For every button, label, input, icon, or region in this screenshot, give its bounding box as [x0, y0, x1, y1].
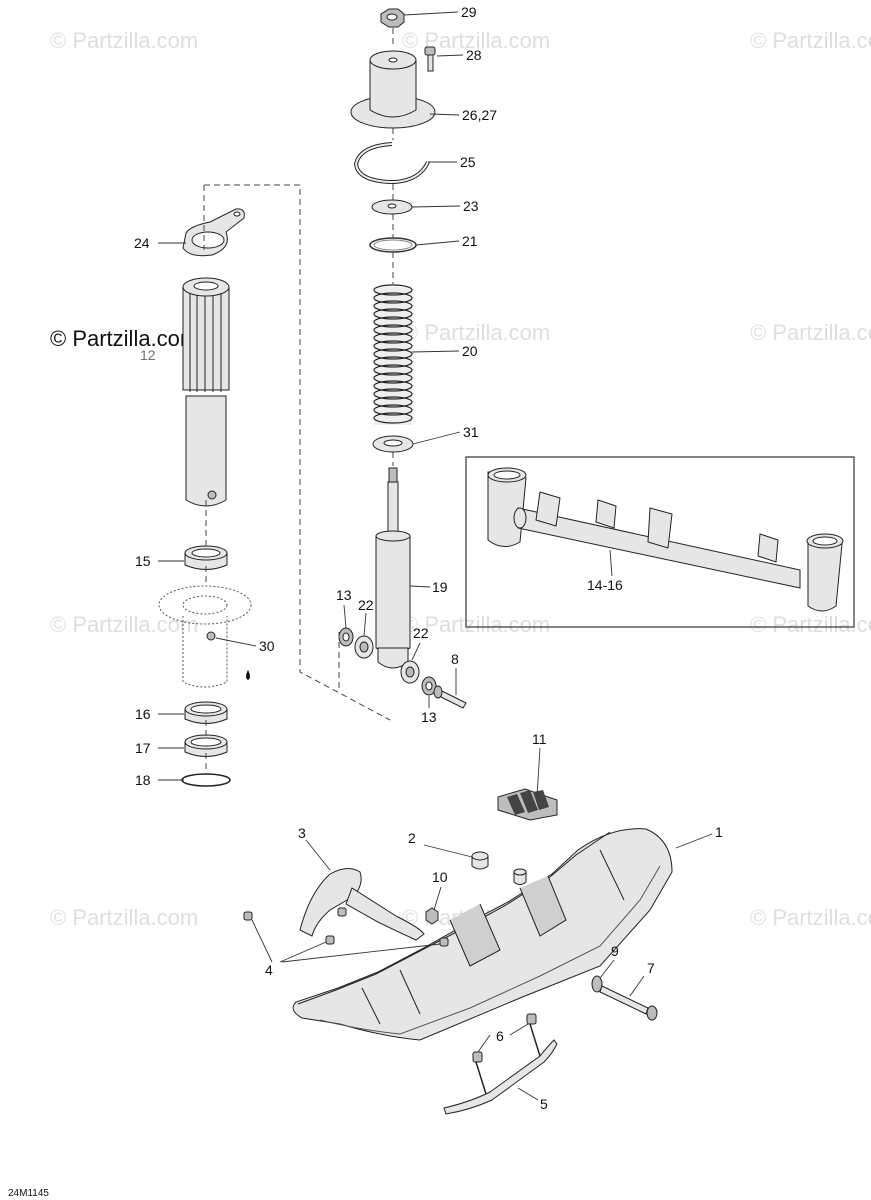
part-26-27-cap — [350, 50, 436, 129]
part-3-handle — [299, 868, 425, 941]
callout-15: 15 — [135, 553, 151, 569]
watermark-highlight: © Partzilla.com — [50, 326, 198, 351]
part-9-washer — [591, 975, 603, 993]
watermark: © Partzilla.com — [750, 612, 871, 637]
part-6-nuts — [472, 1013, 537, 1063]
part-16-bushing — [184, 701, 228, 724]
part-24-wrench — [182, 208, 245, 257]
watermark: © Partzilla.com — [402, 320, 550, 345]
part-13-washer-right — [421, 676, 437, 696]
diagram-code: 24M1145 — [8, 1188, 49, 1199]
callout-26-27: 26,27 — [462, 107, 497, 123]
part-5-runner — [443, 1023, 558, 1115]
part-17-bushing — [184, 734, 228, 757]
callout-24: 24 — [134, 235, 150, 251]
callout-16: 16 — [135, 706, 151, 722]
part-11-handle-pad — [497, 788, 558, 821]
part-housing — [158, 585, 252, 688]
part-31-washer — [372, 435, 414, 453]
callout-2: 2 — [408, 830, 416, 846]
callout-8: 8 — [451, 651, 459, 667]
part-10-nut — [425, 907, 439, 925]
callout-19: 19 — [432, 579, 448, 595]
watermark: © Partzilla.com — [50, 905, 198, 930]
part-1-ski — [292, 828, 673, 1041]
part-nut-small — [513, 868, 527, 885]
callout-18: 18 — [135, 772, 151, 788]
callout-12: 12 — [140, 347, 156, 363]
callout-22-left: 22 — [358, 597, 374, 613]
part-15-bushing — [184, 545, 228, 570]
callout-9: 9 — [611, 943, 619, 959]
part-8-bolt — [433, 685, 467, 709]
callout-7: 7 — [647, 960, 655, 976]
watermark: © Partzilla.com — [750, 905, 871, 930]
part-22-bushing-right — [400, 660, 420, 684]
part-2-nut — [471, 851, 489, 870]
watermark: © Partzilla.com — [50, 612, 198, 637]
part-18-circlip — [181, 773, 231, 787]
watermark: © Partzilla.com — [50, 28, 198, 53]
callout-3: 3 — [298, 825, 306, 841]
callout-10: 10 — [432, 869, 448, 885]
part-25-clip — [353, 142, 430, 185]
callout-20: 20 — [462, 343, 478, 359]
callout-13-right: 13 — [421, 709, 437, 725]
part-19-shock — [375, 467, 411, 669]
callout-28: 28 — [466, 47, 482, 63]
callout-11: 11 — [532, 731, 547, 747]
callout-22-right: 22 — [413, 625, 429, 641]
assembly-dashed-lines — [203, 28, 394, 774]
callout-29: 29 — [461, 4, 477, 20]
part-12-spindle — [182, 277, 230, 507]
callout-25: 25 — [460, 154, 476, 170]
callout-31: 31 — [463, 424, 479, 440]
callout-23: 23 — [463, 198, 479, 214]
part-28-bolt — [424, 46, 436, 72]
watermark: © Partzilla.com — [750, 320, 871, 345]
callout-13-left: 13 — [336, 587, 352, 603]
part-23-washer — [371, 199, 413, 215]
callout-30: 30 — [259, 638, 275, 654]
callout-1: 1 — [715, 824, 723, 840]
part-29-nut — [380, 8, 405, 28]
callout-21: 21 — [462, 233, 478, 249]
part-13-washer-left — [338, 627, 354, 647]
part-21-ring — [369, 237, 417, 253]
callout-6: 6 — [496, 1028, 504, 1044]
part-7-bolt — [599, 985, 658, 1021]
callout-4: 4 — [265, 962, 273, 978]
part-20-spring — [373, 284, 413, 425]
callout-labels: 29 28 26,27 25 23 21 24 12 20 31 14-16 1… — [134, 4, 723, 1112]
part-4-screws — [243, 907, 449, 947]
watermark: © Partzilla.com — [750, 28, 871, 53]
callout-17: 17 — [135, 740, 151, 756]
callout-5: 5 — [540, 1096, 548, 1112]
callout-14-16: 14-16 — [587, 577, 623, 593]
watermark: © Partzilla.com — [402, 612, 550, 637]
crossmember-box — [465, 456, 855, 628]
part-22-bushing-left — [354, 635, 374, 659]
leader-lines — [158, 11, 713, 1101]
